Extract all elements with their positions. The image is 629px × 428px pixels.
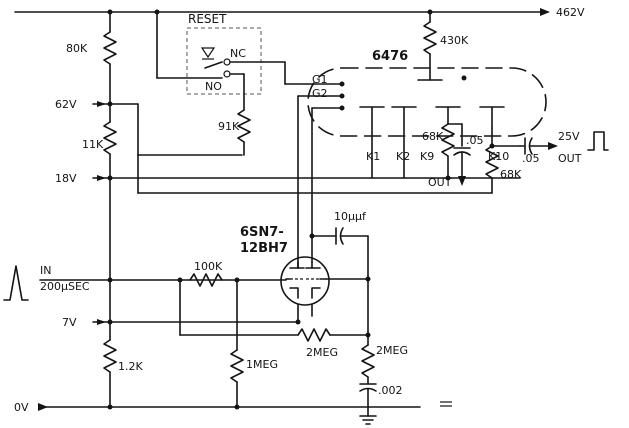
tube-6476-label: 6476	[372, 49, 408, 64]
input-network	[3, 265, 371, 408]
output-voltage-label: 25V	[558, 130, 580, 143]
ground-rail	[38, 401, 452, 411]
driver-tube-label-1: 6SN7-	[240, 225, 284, 240]
k9-label: K9	[420, 150, 434, 163]
input-pulse-label: 200µSEC	[40, 280, 90, 293]
grid-leak-network	[359, 344, 377, 425]
reset-switch	[156, 11, 286, 156]
driver-tube-label-2: 12BH7	[240, 241, 288, 256]
resistor-80k-label: 80K	[66, 42, 88, 55]
g2-label: G2	[312, 87, 328, 100]
capacitor-002-label: .002	[378, 384, 403, 397]
supply-rail	[14, 8, 550, 16]
input-label: IN	[40, 264, 51, 277]
resistor-1meg-label: 1MEG	[246, 358, 278, 371]
voltage-divider	[103, 11, 117, 408]
resistor-11k-label: 11K	[82, 138, 104, 151]
resistor-1-2k-label: 1.2K	[118, 360, 143, 373]
resistor-68k-k9-label: 68K	[422, 130, 444, 143]
node-62v-label: 62V	[55, 98, 77, 111]
nc-label: NC	[230, 47, 246, 60]
capacitor-05-k9-label: .05	[466, 134, 484, 147]
k9-output-network	[441, 123, 471, 186]
resistor-91k-label: 91K	[218, 120, 240, 133]
g1-label: G1	[312, 73, 328, 86]
k10-output-network	[137, 127, 609, 194]
k2-label: K2	[396, 150, 410, 163]
reset-label: RESET	[188, 12, 227, 26]
resistor-2meg-horizontal	[179, 319, 371, 342]
k1-label: K1	[366, 150, 380, 163]
output-label: OUT	[558, 152, 582, 165]
resistor-430k-label: 430K	[440, 34, 469, 47]
ground-voltage-label: 0V	[14, 401, 29, 414]
capacitor-05-out-label: .05	[522, 152, 540, 165]
capacitor-10uuf	[309, 227, 369, 346]
node-7v-label: 7V	[62, 316, 77, 329]
node-18v-label: 18V	[55, 172, 77, 185]
resistor-68k-k10-label: 68K	[500, 168, 522, 181]
counter-tube-6476	[284, 11, 547, 269]
k9-out-label: OUT	[428, 176, 452, 189]
capacitor-10uuf-label: 10µµf	[334, 210, 367, 223]
driver-tube	[280, 256, 330, 323]
resistor-2meg-h-label: 2MEG	[306, 346, 338, 359]
no-label: NO	[205, 80, 222, 93]
supply-voltage-label: 462V	[556, 6, 585, 19]
resistor-100k-label: 100K	[194, 260, 223, 273]
resistor-2meg-v-label: 2MEG	[376, 344, 408, 357]
